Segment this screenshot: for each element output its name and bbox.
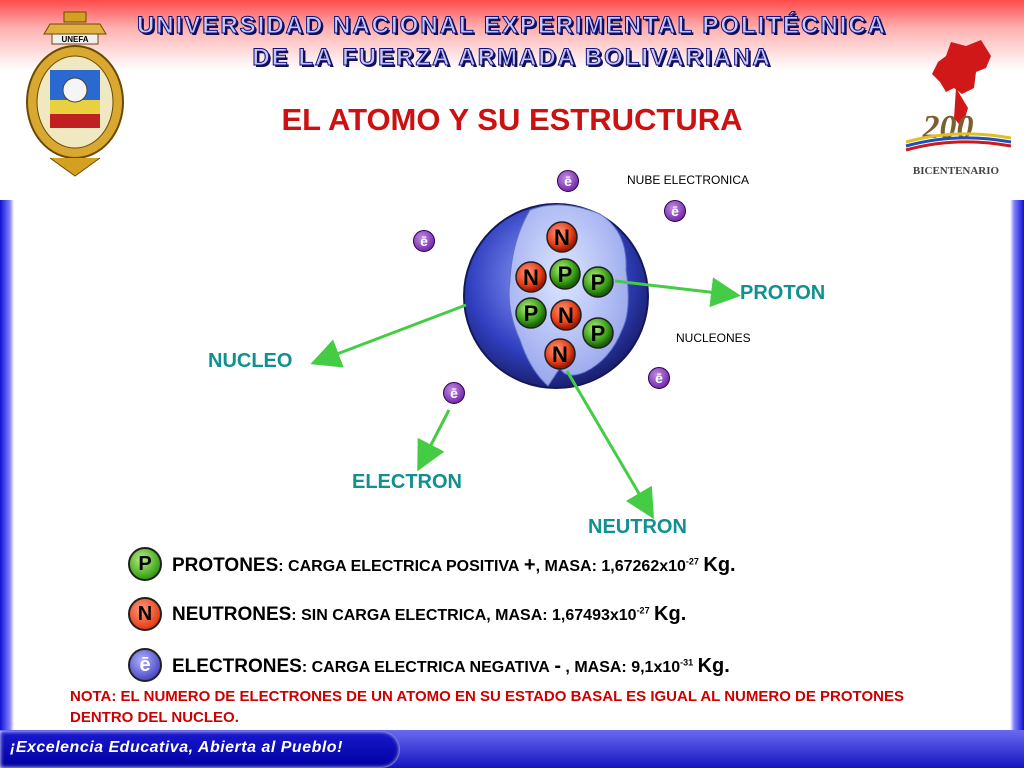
nucleon-p2: P bbox=[582, 266, 614, 298]
nucleon-n3: N bbox=[550, 299, 582, 331]
legend-proton-unit: Kg. bbox=[703, 554, 736, 576]
university-name-line1: UNIVERSIDAD NACIONAL EXPERIMENTAL POLITÉ… bbox=[136, 12, 888, 40]
crest-text: UNEFA bbox=[61, 35, 88, 44]
arrow-neutron bbox=[565, 370, 655, 520]
legend-neutron-line: NEUTRONES: SIN CARGA ELECTRICA, MASA: 1,… bbox=[172, 603, 686, 626]
legend-electron-desc: : CARGA ELECTRICA NEGATIVA bbox=[301, 659, 550, 676]
nucleon-p3: P bbox=[515, 297, 547, 329]
right-frame-bar bbox=[1010, 200, 1024, 740]
electron-3: ē bbox=[413, 230, 435, 252]
svg-text:P: P bbox=[591, 270, 606, 295]
label-nube-electronica: NUBE ELECTRONICA bbox=[627, 173, 750, 187]
legend-neutron-icon: N bbox=[128, 597, 162, 631]
legend-proton-line: PROTONES: CARGA ELECTRICA POSITIVA +, MA… bbox=[172, 554, 736, 577]
nucleon-p1: P bbox=[549, 258, 581, 290]
svg-text:P: P bbox=[591, 321, 606, 346]
arrow-proton bbox=[614, 277, 741, 308]
legend-neutron-unit: Kg. bbox=[654, 603, 687, 625]
electron-5: ē bbox=[443, 382, 465, 404]
arrow-nucleo bbox=[310, 303, 467, 368]
legend-neutron-desc: : SIN CARGA ELECTRICA, MASA: 1,67493x10 bbox=[291, 607, 637, 624]
label-nucleo: NUCLEO bbox=[208, 350, 293, 372]
legend-electron-icon: ē bbox=[128, 648, 162, 682]
nucleon-n4: N bbox=[544, 338, 576, 370]
legend-proton-icon: P bbox=[128, 547, 162, 581]
header-band bbox=[0, 0, 1024, 200]
legend-neutron-name: NEUTRONES bbox=[172, 604, 292, 625]
label-nucleones: NUCLEONES bbox=[676, 331, 751, 345]
svg-text:N: N bbox=[552, 342, 568, 367]
legend-electron-exp: -31 bbox=[680, 657, 694, 668]
svg-text:N: N bbox=[554, 225, 570, 250]
svg-text:N: N bbox=[558, 303, 574, 328]
legend-electron-sign: - bbox=[554, 655, 561, 677]
legend-proton-desc: : CARGA ELECTRICA POSITIVA bbox=[278, 558, 520, 575]
legend-proton-mass: , MASA: 1,67262x10 bbox=[535, 558, 686, 575]
legend-proton-sign: + bbox=[523, 554, 536, 576]
label-neutron: NEUTRON bbox=[588, 516, 687, 538]
nucleon-p4: P bbox=[582, 317, 614, 349]
svg-text:P: P bbox=[558, 262, 573, 287]
legend-neutron-exp: -27 bbox=[636, 605, 650, 616]
footer-slogan-pill bbox=[0, 731, 400, 768]
left-frame-bar bbox=[0, 200, 14, 740]
university-name-line2: DE LA FUERZA ARMADA BOLIVARIANA bbox=[252, 44, 772, 72]
unefa-crest-logo: UNEFA bbox=[26, 11, 124, 177]
svg-text:N: N bbox=[523, 265, 539, 290]
page-title: EL ATOMO Y SU ESTRUCTURA bbox=[281, 102, 743, 137]
label-proton: PROTON bbox=[740, 282, 826, 304]
legend-electron-line: ELECTRONES: CARGA ELECTRICA NEGATIVA - ,… bbox=[172, 655, 730, 678]
legend-electron-unit: Kg. bbox=[697, 655, 730, 677]
bicentenario-text: BICENTENARIO bbox=[913, 165, 1000, 177]
nucleon-n1: N bbox=[546, 221, 578, 253]
footer-slogan: ¡Excelencia Educativa, Abierta al Pueblo… bbox=[10, 739, 343, 756]
note-text: NOTA: EL NUMERO DE ELECTRONES DE UN ATOM… bbox=[70, 688, 904, 726]
bicentenario-logo: 200 BICENTENARIO bbox=[905, 40, 1012, 177]
legend-electron-name: ELECTRONES bbox=[172, 656, 302, 677]
electron-1: ē bbox=[557, 170, 579, 192]
legend-proton-exp: -27 bbox=[685, 556, 699, 567]
svg-text:P: P bbox=[524, 301, 539, 326]
electron-4: ē bbox=[648, 367, 670, 389]
nucleon-n2: N bbox=[515, 261, 547, 293]
legend-electron-mass: , MASA: 9,1x10 bbox=[560, 659, 681, 676]
electron-2: ē bbox=[664, 200, 686, 222]
arrow-electron bbox=[417, 409, 451, 472]
legend-proton-name: PROTONES bbox=[172, 555, 279, 576]
label-electron: ELECTRON bbox=[352, 471, 462, 493]
